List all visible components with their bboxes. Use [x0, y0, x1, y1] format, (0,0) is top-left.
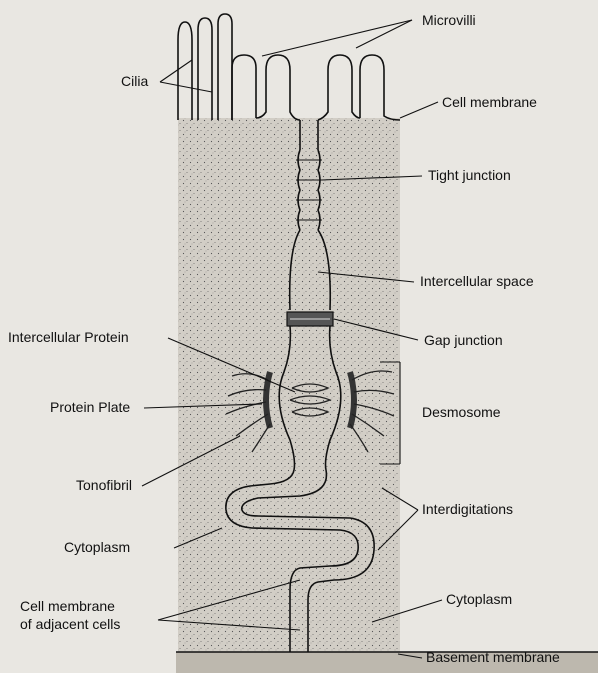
label-intercellular-space: Intercellular space	[420, 273, 534, 289]
label-cell-membrane: Cell membrane	[442, 94, 537, 110]
label-cell-membrane-adjacent-2: of adjacent cells	[20, 616, 120, 632]
label-cytoplasm-left: Cytoplasm	[64, 539, 130, 555]
label-gap-junction: Gap junction	[424, 332, 503, 348]
label-protein-plate: Protein Plate	[50, 399, 130, 415]
label-microvilli: Microvilli	[422, 12, 476, 28]
cytoplasm-region	[178, 118, 400, 658]
label-cytoplasm-right: Cytoplasm	[446, 591, 512, 607]
label-desmosome: Desmosome	[422, 404, 501, 420]
label-cilia: Cilia	[121, 73, 148, 89]
label-basement-membrane: Basement membrane	[426, 649, 560, 665]
label-intercellular-protein: Intercellular Protein	[8, 329, 129, 345]
cilia-group	[178, 14, 232, 120]
label-tonofibril: Tonofibril	[76, 477, 132, 493]
label-tight-junction: Tight junction	[428, 167, 511, 183]
label-cell-membrane-adjacent-1: Cell membrane	[20, 598, 115, 614]
microvilli-group	[232, 55, 400, 120]
label-interdigitations: Interdigitations	[422, 501, 513, 517]
